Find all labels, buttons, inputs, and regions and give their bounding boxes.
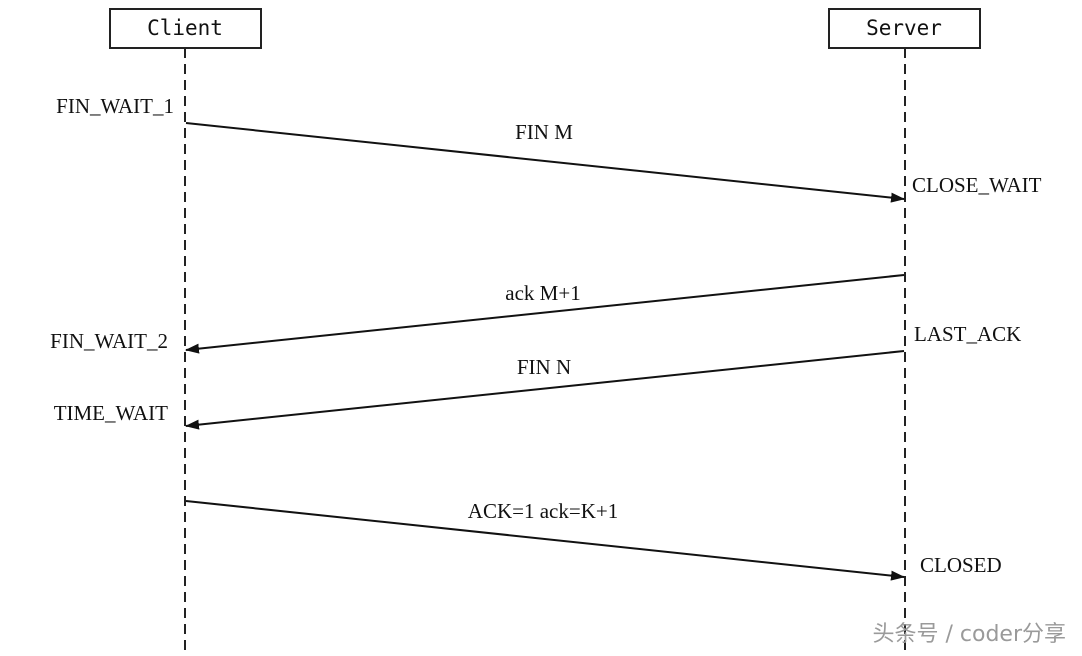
client-box-label: Client (147, 16, 223, 40)
arrow-ack-m1 (185, 274, 905, 354)
client-box: Client (109, 8, 262, 49)
label-final-ack: ACK=1 ack=K+1 (468, 499, 618, 523)
state-closed: CLOSED (920, 553, 1002, 577)
state-time-wait: TIME_WAIT (54, 401, 168, 425)
label-fin-n: FIN N (517, 355, 571, 379)
arrow-final-ack (185, 500, 905, 581)
server-box: Server (828, 8, 981, 49)
state-fin-wait-1: FIN_WAIT_1 (56, 94, 174, 118)
arrow-fin-m (185, 122, 905, 203)
watermark-text: 头条号 / coder分享 (873, 622, 1067, 647)
server-box-label: Server (866, 16, 942, 40)
arrow-fin-n (185, 350, 905, 430)
state-fin-wait-2: FIN_WAIT_2 (50, 329, 168, 353)
label-fin-m: FIN M (515, 120, 573, 144)
state-last-ack: LAST_ACK (914, 322, 1021, 346)
label-ack-m1: ack M+1 (505, 281, 580, 305)
state-close-wait: CLOSE_WAIT (912, 173, 1042, 197)
